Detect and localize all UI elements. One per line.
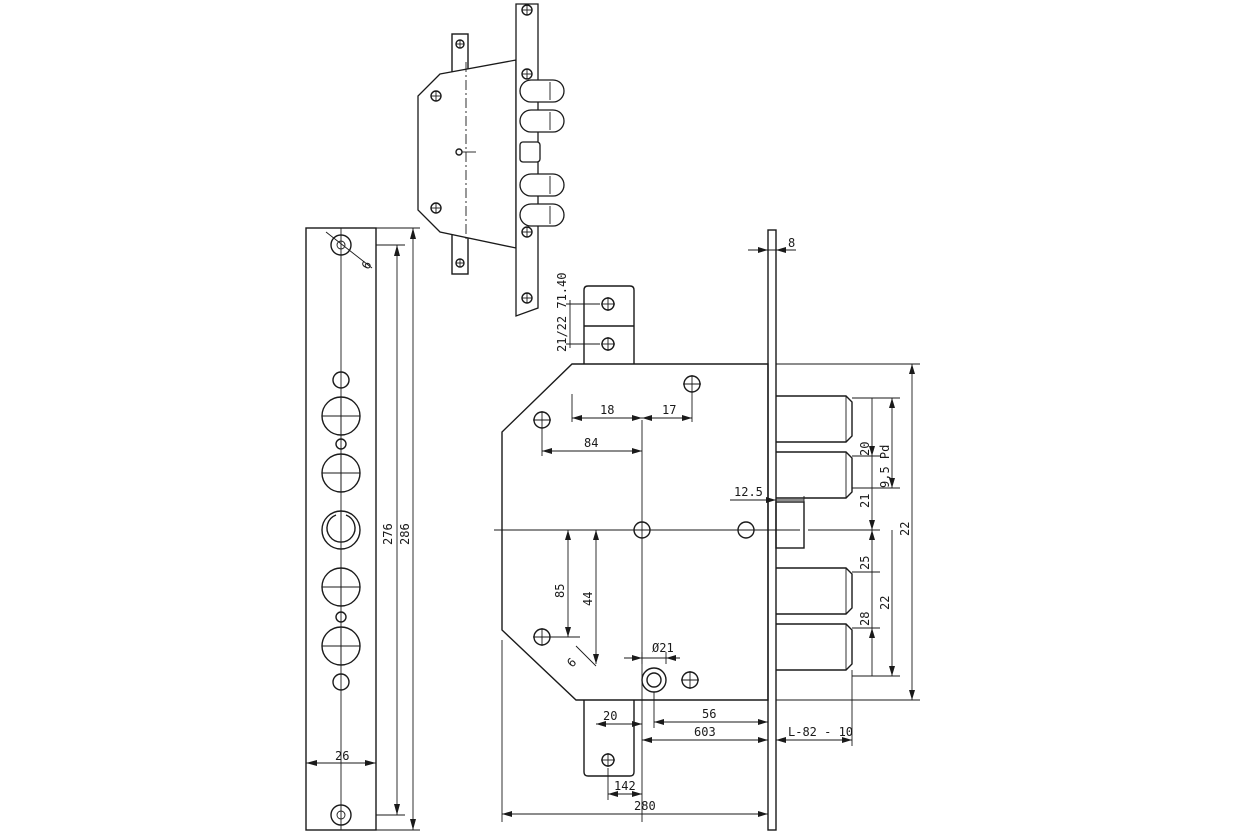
dim-bottom-603: 603 xyxy=(694,725,716,739)
dim-bolt-20: 20 xyxy=(858,442,872,456)
dim-85: 85 xyxy=(553,584,567,598)
dim-12-5: 12.5 xyxy=(734,485,763,499)
dim-bolt-25: 25 xyxy=(858,556,872,570)
lock-side-view xyxy=(494,229,853,831)
dim-26: 26 xyxy=(335,749,349,763)
dim-bolt-21: 21 xyxy=(858,494,872,508)
dim-tab: 21/22 71.40 xyxy=(555,273,569,352)
dim-44: 44 xyxy=(581,592,595,606)
dim-height-22: 22 xyxy=(898,522,912,536)
dim-18: 18 xyxy=(600,403,614,417)
dim-bottom-56: 56 xyxy=(702,707,716,721)
lock-perspective-view xyxy=(417,3,565,317)
dim-bottom-20: 20 xyxy=(603,709,617,723)
dim-pd: 9,5 Pd xyxy=(878,445,892,488)
dim-17: 17 xyxy=(662,403,676,417)
dim-small-6: 6 xyxy=(564,655,579,670)
dim-front-thickness: 8 xyxy=(788,236,795,250)
dim-276: 276 xyxy=(381,523,395,545)
dim-plate-hole: 6 xyxy=(359,258,375,271)
dim-84: 84 xyxy=(584,436,598,450)
faceplate-front-view xyxy=(305,227,420,831)
dim-bottom-142: 142 xyxy=(614,779,636,793)
dim-bolt-28: 28 xyxy=(858,612,872,626)
dim-dia-21: Ø21 xyxy=(652,641,674,655)
dimension-lines xyxy=(501,247,920,822)
dim-overall-280: 280 xyxy=(634,799,656,813)
dim-286: 286 xyxy=(398,523,412,545)
dim-bolt-22: 22 xyxy=(878,596,892,610)
dim-bottom-l82: L-82 - 10 xyxy=(788,725,853,739)
